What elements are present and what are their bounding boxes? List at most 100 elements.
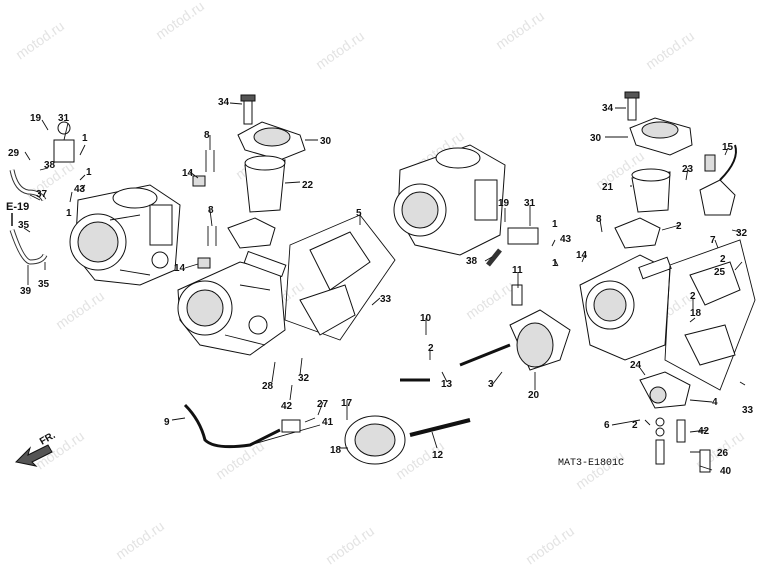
callout-35: 35 — [18, 220, 30, 231]
sensor-15 — [699, 144, 737, 216]
callout-1: 1 — [66, 208, 72, 219]
watermark-text: motod.ru — [493, 8, 547, 53]
throttle-sensor-31-center — [507, 227, 539, 245]
callout-27: 27 — [317, 399, 329, 410]
left-carburetor-body — [69, 184, 181, 286]
bolt-34-left — [240, 94, 256, 125]
throttle-sensor-31-left — [53, 121, 75, 163]
callout-15: 15 — [722, 142, 734, 153]
callout-1: 1 — [86, 167, 92, 178]
callout-14: 14 — [182, 168, 194, 179]
ref-label-e19: E-19 — [6, 201, 29, 213]
callout-2: 2 — [720, 254, 726, 265]
callout-19: 19 — [498, 198, 510, 209]
watermark-text: motod.ru — [463, 278, 517, 323]
watermark-text: motod.ru — [643, 28, 697, 73]
callout-37: 37 — [36, 189, 48, 200]
callout-21: 21 — [602, 182, 614, 193]
callout-30: 30 — [590, 133, 602, 144]
parts-2-group-bottom-right — [655, 417, 711, 473]
callout-43: 43 — [74, 184, 86, 195]
callout-24: 24 — [630, 360, 642, 371]
diagram-code: MAT3-E1801C — [558, 458, 624, 469]
watermark-text: motod.ru — [313, 28, 367, 73]
right-funnel-30 — [629, 117, 693, 156]
callout-labels: 19 31 1 2 9 38 1 1 43 37 35 35 39 34 8 14… — [8, 97, 754, 477]
callout-40: 40 — [720, 466, 732, 477]
callout-34: 34 — [218, 97, 230, 108]
callout-43: 43 — [560, 234, 572, 245]
watermark-text: motod.ru — [113, 518, 167, 563]
watermark-text: motod.ru — [13, 18, 67, 63]
callout-38: 38 — [44, 160, 56, 171]
callout-23: 23 — [682, 164, 694, 175]
callout-31: 31 — [524, 198, 536, 209]
callout-12: 12 — [432, 450, 444, 461]
callout-33: 33 — [380, 294, 392, 305]
bolt-34-right — [624, 91, 640, 121]
hose-39 — [9, 229, 48, 265]
left-funnel-22 — [244, 155, 286, 213]
leader-lines — [23, 102, 746, 471]
callout-8: 8 — [204, 130, 210, 141]
callout-8: 8 — [208, 205, 214, 216]
callout-5: 5 — [356, 208, 362, 219]
callout-32: 32 — [298, 373, 310, 384]
callout-22: 22 — [302, 180, 314, 191]
watermark-text: motod.ru — [53, 288, 107, 333]
right-gasket-plate — [614, 217, 661, 249]
watermark-text: motod.ru — [153, 0, 207, 42]
callout-2: 2 — [632, 420, 638, 431]
callout-6: 6 — [604, 420, 610, 431]
callout-30: 30 — [320, 136, 332, 147]
callout-14: 14 — [576, 250, 588, 261]
hose-38 — [486, 248, 502, 267]
callout-18: 18 — [330, 445, 342, 456]
callout-26: 26 — [717, 448, 729, 459]
watermark-text: motod.ru — [213, 438, 267, 483]
watermark-text: motod.ru — [523, 523, 577, 568]
callout-42: 42 — [281, 401, 293, 412]
ref-label-group: E-19 — [6, 201, 29, 226]
callout-42: 42 — [698, 426, 710, 437]
left-gasket-plate — [227, 217, 276, 249]
shaft-12 — [409, 418, 471, 437]
callout-20: 20 — [528, 390, 540, 401]
valve-assembly-4 — [639, 371, 691, 409]
needle-10 — [400, 343, 511, 382]
float-chamber-7 — [664, 239, 756, 391]
callout-8: 8 — [596, 214, 602, 225]
callout-2: 2 — [690, 291, 696, 302]
callout-4: 4 — [712, 397, 718, 408]
callout-2: 2 — [676, 221, 682, 232]
callout-7: 7 — [710, 235, 716, 246]
callout-38: 38 — [466, 256, 478, 267]
callout-39: 39 — [20, 286, 32, 297]
callout-1: 1 — [82, 133, 88, 144]
callout-9: 9 — [164, 417, 170, 428]
cable-9 — [183, 403, 321, 449]
float-chamber-5 — [284, 214, 396, 341]
watermark-text: motod.ru — [573, 448, 627, 493]
callout-25: 25 — [714, 267, 726, 278]
callout-34: 34 — [602, 103, 614, 114]
bowl-18 — [344, 415, 406, 465]
callout-10: 10 — [420, 313, 432, 324]
callout-41: 41 — [322, 417, 334, 428]
callout-17: 17 — [341, 398, 353, 409]
lower-left-carburetor-body — [177, 250, 287, 356]
callout-31: 31 — [58, 113, 70, 124]
callout-14: 14 — [174, 263, 186, 274]
watermark-text: motod.ru — [323, 523, 377, 568]
diaphragm-20 — [509, 309, 571, 371]
callout-19: 19 — [30, 113, 42, 124]
callout-35: 35 — [38, 279, 50, 290]
callout-33: 33 — [742, 405, 754, 416]
hose-29 — [9, 169, 47, 202]
callout-11: 11 — [512, 265, 523, 276]
center-carburetor-body — [393, 144, 506, 256]
front-arrow-icon — [14, 444, 53, 467]
screw-8-left — [205, 150, 217, 246]
callout-2: 2 — [428, 343, 434, 354]
